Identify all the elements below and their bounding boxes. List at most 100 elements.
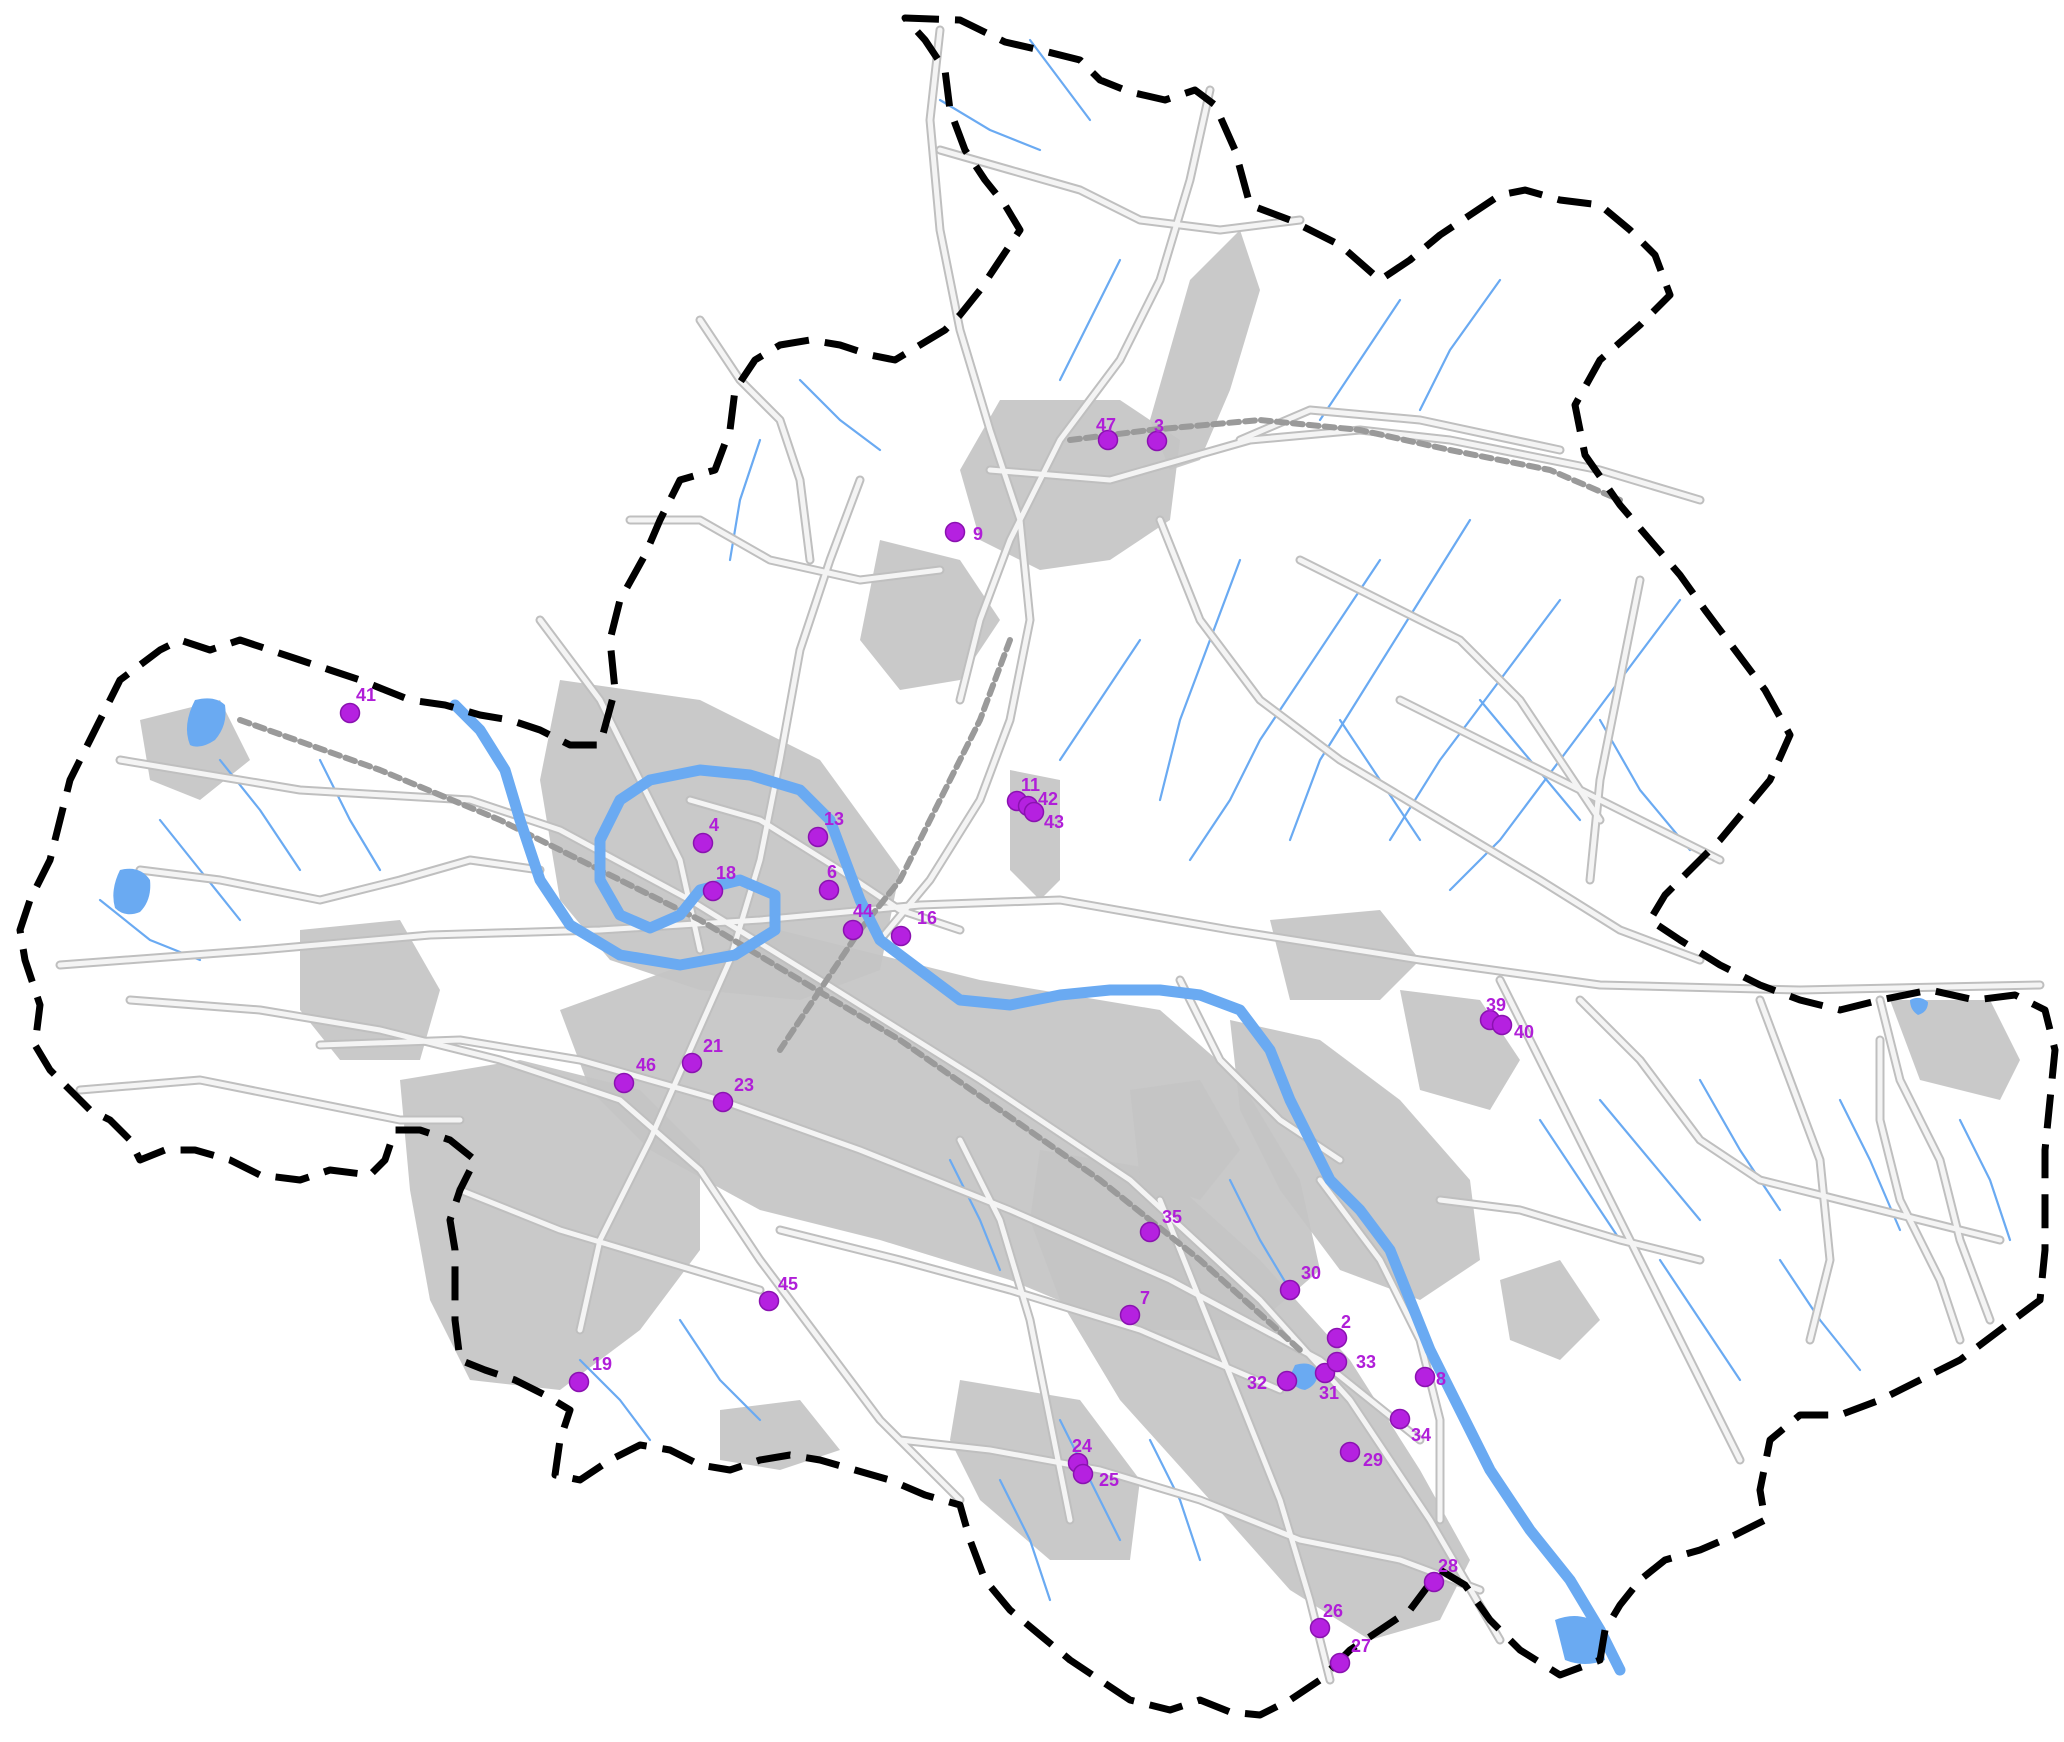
- road: [1577, 997, 2003, 1243]
- purple-circle-marker-icon[interactable]: [613, 1072, 635, 1094]
- purple-circle-marker-icon[interactable]: [1329, 1652, 1351, 1674]
- purple-circle-marker-icon[interactable]: [1326, 1351, 1348, 1373]
- road: [687, 797, 963, 933]
- purple-circle-marker-icon[interactable]: [1023, 801, 1045, 823]
- map-marker-16[interactable]: 16: [890, 908, 938, 947]
- purple-circle-marker-icon[interactable]: [1326, 1327, 1348, 1349]
- railway-line: [237, 717, 1303, 1353]
- built-up-area: [1230, 1020, 1480, 1300]
- map-marker-45[interactable]: 45: [758, 1274, 799, 1312]
- stream: [1058, 638, 1142, 762]
- purple-circle-marker-icon[interactable]: [1072, 1463, 1094, 1485]
- map-marker-13[interactable]: 13: [807, 809, 845, 848]
- marker-label: 27: [1351, 1636, 1371, 1656]
- map-marker-32[interactable]: 32: [1247, 1370, 1298, 1394]
- purple-circle-marker-icon[interactable]: [1276, 1370, 1298, 1392]
- map-marker-3[interactable]: 3: [1146, 416, 1168, 452]
- map-marker-34[interactable]: 34: [1389, 1408, 1432, 1446]
- map-marker-40[interactable]: 40: [1491, 1014, 1535, 1043]
- purple-circle-marker-icon[interactable]: [807, 826, 829, 848]
- marker-label: 40: [1514, 1022, 1534, 1042]
- purple-circle-marker-icon[interactable]: [692, 832, 714, 854]
- marker-label: 28: [1438, 1556, 1458, 1576]
- purple-circle-marker-icon[interactable]: [1279, 1279, 1301, 1301]
- map-marker-43[interactable]: 43: [1023, 801, 1065, 833]
- road: [937, 147, 1303, 233]
- pond: [1290, 1363, 1318, 1390]
- road: [1437, 1197, 1703, 1263]
- stream: [938, 98, 1042, 152]
- marker-label: 47: [1096, 415, 1116, 435]
- map-marker-25[interactable]: 25: [1072, 1463, 1120, 1491]
- map-marker-28[interactable]: 28: [1423, 1556, 1459, 1593]
- map-marker-27[interactable]: 27: [1329, 1636, 1372, 1674]
- built-up-area: [1270, 910, 1420, 1000]
- map-marker-41[interactable]: 41: [339, 685, 377, 724]
- purple-circle-marker-icon[interactable]: [702, 880, 724, 902]
- road: [1297, 557, 1603, 823]
- purple-circle-marker-icon[interactable]: [712, 1091, 734, 1113]
- road: [697, 317, 813, 563]
- map-marker-33[interactable]: 33: [1326, 1351, 1377, 1373]
- stream: [1598, 1098, 1702, 1222]
- stream: [1838, 1098, 1902, 1232]
- purple-circle-marker-icon[interactable]: [1309, 1617, 1331, 1639]
- purple-circle-marker-icon[interactable]: [758, 1290, 780, 1312]
- map-marker-23[interactable]: 23: [712, 1075, 755, 1113]
- marker-label: 30: [1301, 1263, 1321, 1283]
- marker-label: 33: [1356, 1352, 1376, 1372]
- map-marker-4[interactable]: 4: [692, 815, 720, 854]
- purple-circle-marker-icon[interactable]: [1097, 429, 1119, 451]
- road: [957, 87, 1213, 703]
- purple-circle-marker-icon[interactable]: [1389, 1408, 1411, 1430]
- stream: [1778, 1258, 1862, 1372]
- stream: [1418, 278, 1502, 412]
- map-marker-39[interactable]: 39: [1479, 995, 1507, 1031]
- map-marker-2[interactable]: 2: [1326, 1312, 1352, 1349]
- map-marker-44[interactable]: 44: [842, 901, 874, 941]
- road: [137, 857, 543, 903]
- purple-circle-marker-icon[interactable]: [818, 879, 840, 901]
- purple-circle-marker-icon[interactable]: [944, 521, 966, 543]
- stream: [1538, 1118, 1622, 1242]
- map-marker-21[interactable]: 21: [681, 1036, 724, 1074]
- marker-label: 11: [1021, 775, 1040, 795]
- purple-circle-marker-icon[interactable]: [890, 925, 912, 947]
- purple-circle-marker-icon[interactable]: [1146, 430, 1168, 452]
- map-marker-47[interactable]: 47: [1096, 415, 1119, 451]
- purple-circle-marker-icon[interactable]: [1423, 1571, 1445, 1593]
- marker-label: 43: [1044, 812, 1064, 832]
- road: [77, 1077, 463, 1123]
- purple-circle-marker-icon[interactable]: [568, 1371, 590, 1393]
- purple-circle-marker-icon[interactable]: [842, 919, 864, 941]
- marker-label: 6: [827, 862, 837, 882]
- built-up-area: [1150, 230, 1260, 470]
- road-network: [55, 25, 2045, 1685]
- map-marker-7[interactable]: 7: [1119, 1288, 1151, 1326]
- purple-circle-marker-icon[interactable]: [1414, 1366, 1436, 1388]
- map-marker-9[interactable]: 9: [944, 521, 984, 545]
- road: [457, 1187, 763, 1293]
- road: [897, 1437, 1483, 1593]
- map-marker-30[interactable]: 30: [1279, 1263, 1322, 1301]
- map-marker-6[interactable]: 6: [818, 862, 840, 901]
- purple-circle-marker-icon[interactable]: [1339, 1441, 1361, 1463]
- map-marker-8[interactable]: 8: [1414, 1366, 1447, 1390]
- purple-circle-marker-icon[interactable]: [339, 702, 361, 724]
- harbour-basin: [1555, 1616, 1605, 1664]
- purple-circle-marker-icon[interactable]: [1491, 1014, 1513, 1036]
- map-marker-29[interactable]: 29: [1339, 1441, 1384, 1471]
- map-marker-19[interactable]: 19: [568, 1354, 613, 1393]
- map-marker-18[interactable]: 18: [702, 863, 737, 902]
- purple-circle-marker-icon[interactable]: [681, 1052, 703, 1074]
- map-marker-26[interactable]: 26: [1309, 1601, 1344, 1639]
- map-marker-35[interactable]: 35: [1139, 1207, 1183, 1243]
- built-up-area: [1130, 1080, 1240, 1200]
- purple-circle-marker-icon[interactable]: [1119, 1304, 1141, 1326]
- map-marker-46[interactable]: 46: [613, 1055, 657, 1094]
- stream: [1318, 298, 1402, 422]
- marker-label: 34: [1411, 1425, 1431, 1445]
- purple-circle-marker-icon[interactable]: [1139, 1221, 1161, 1243]
- built-up-area: [1030, 1150, 1470, 1640]
- stream: [948, 1158, 1002, 1272]
